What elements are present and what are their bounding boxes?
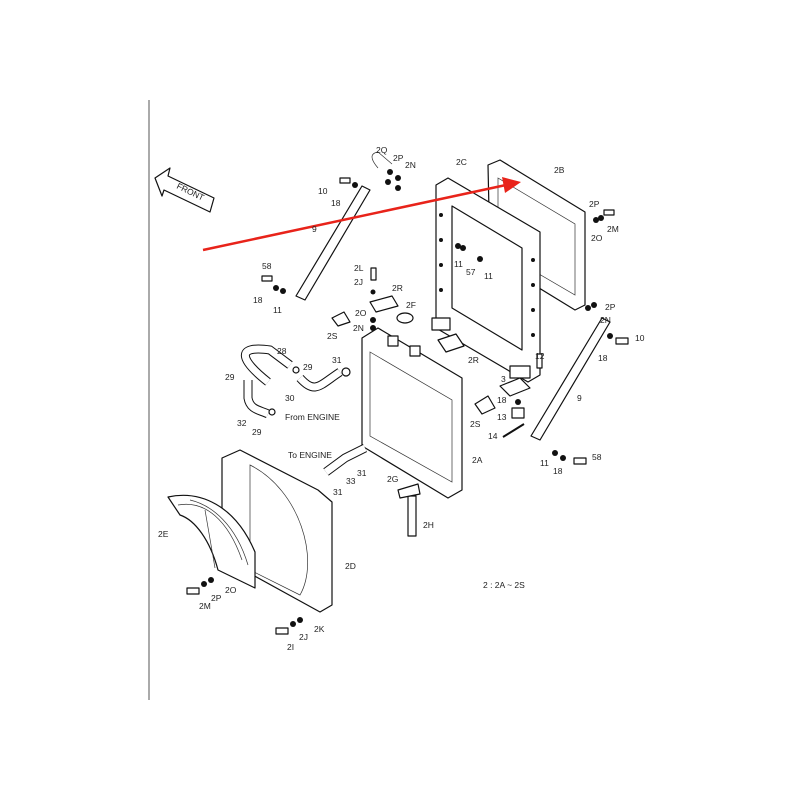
stay-9-upper xyxy=(295,185,371,301)
part-label: 9 xyxy=(312,224,317,234)
part-label: 28 xyxy=(277,346,287,356)
part-label: 2O xyxy=(591,233,603,243)
part-label: 2J xyxy=(354,277,363,287)
part-label: 2N xyxy=(353,323,364,333)
part-label: 29 xyxy=(303,362,313,372)
part-label: 30 xyxy=(285,393,295,403)
part-label: 2J xyxy=(299,632,308,642)
bracket-2R xyxy=(369,295,399,313)
part-label: 2B xyxy=(554,165,565,175)
part-label: 2H xyxy=(423,520,434,530)
part-label: 2L xyxy=(354,263,364,273)
annotation-arrow xyxy=(202,177,521,252)
part-label: 2A xyxy=(472,455,483,465)
part-label: 2K xyxy=(314,624,325,634)
part-label: 29 xyxy=(252,427,262,437)
part-label: 11 xyxy=(273,305,282,315)
part-label: 18 xyxy=(553,466,563,476)
part-label: 58 xyxy=(592,452,602,462)
part-label: 2S xyxy=(470,419,481,429)
part-label: 31 xyxy=(332,355,342,365)
part-label: 2P xyxy=(589,199,600,209)
part-label: 10 xyxy=(318,186,328,196)
part-label: 2I xyxy=(287,642,294,652)
part-label: 11 xyxy=(540,458,549,468)
frame-2C xyxy=(431,177,541,383)
bracket-2R-right xyxy=(437,333,465,353)
part-label: 2R xyxy=(392,283,403,293)
part-label: 2P xyxy=(605,302,616,312)
part-label: 2F xyxy=(406,300,416,310)
part-label: 10 xyxy=(635,333,645,343)
part-label: 18 xyxy=(331,198,341,208)
front-direction-arrow: FRONT xyxy=(154,167,215,213)
part-label: 2P xyxy=(393,153,404,163)
part-label: 18 xyxy=(253,295,263,305)
part-label: 2E xyxy=(158,529,169,539)
part-label: 2D xyxy=(345,561,356,571)
part-label: 32 xyxy=(237,418,247,428)
fan-guard-2E xyxy=(167,494,256,589)
part-label: 2R xyxy=(468,355,479,365)
part-label: 31 xyxy=(333,487,343,497)
part-label: 12 xyxy=(535,351,545,361)
part-label: 13 xyxy=(497,412,507,422)
part-label: 2N xyxy=(600,315,611,325)
radiator-cap-2F xyxy=(396,312,414,324)
part-label: 2O xyxy=(225,585,237,595)
assembly-note: 2 : 2A ~ 2S xyxy=(483,580,525,590)
to-engine-label: To ENGINE xyxy=(288,450,332,460)
part-label: 2P xyxy=(211,593,222,603)
hoses xyxy=(240,344,368,476)
part-label: 9 xyxy=(577,393,582,403)
part-label: 2C xyxy=(456,157,467,167)
part-label: 58 xyxy=(262,261,272,271)
bracket-2S-right xyxy=(474,395,496,415)
part-label: 2G xyxy=(387,474,398,484)
part-label: 2M xyxy=(607,224,619,234)
part-label: 33 xyxy=(346,476,356,486)
plate-3 xyxy=(499,377,531,397)
bracket-2S xyxy=(331,311,351,327)
part-label: 18 xyxy=(598,353,608,363)
fasteners xyxy=(186,169,629,635)
part-label: 3 xyxy=(501,374,506,384)
part-label: 18 xyxy=(497,395,507,405)
part-label: 29 xyxy=(225,372,235,382)
drain-cock-2G xyxy=(397,483,421,499)
stay-9-lower xyxy=(530,317,611,441)
part-label: 31 xyxy=(357,468,367,478)
part-label: 2Q xyxy=(376,145,388,155)
from-engine-label: From ENGINE xyxy=(285,412,340,422)
part-label: 2O xyxy=(355,308,367,318)
drain-pipe-2H xyxy=(407,495,417,537)
part-label: 57 xyxy=(466,267,476,277)
part-label: 11 xyxy=(484,271,493,281)
part-label: 11 xyxy=(454,259,463,269)
part-label: 14 xyxy=(488,431,498,441)
u-bolt-2Q xyxy=(371,151,393,169)
radiator-2A xyxy=(361,327,463,499)
part-label: 2M xyxy=(199,601,211,611)
part-label: 2S xyxy=(327,331,338,341)
part-label: 2N xyxy=(405,160,416,170)
